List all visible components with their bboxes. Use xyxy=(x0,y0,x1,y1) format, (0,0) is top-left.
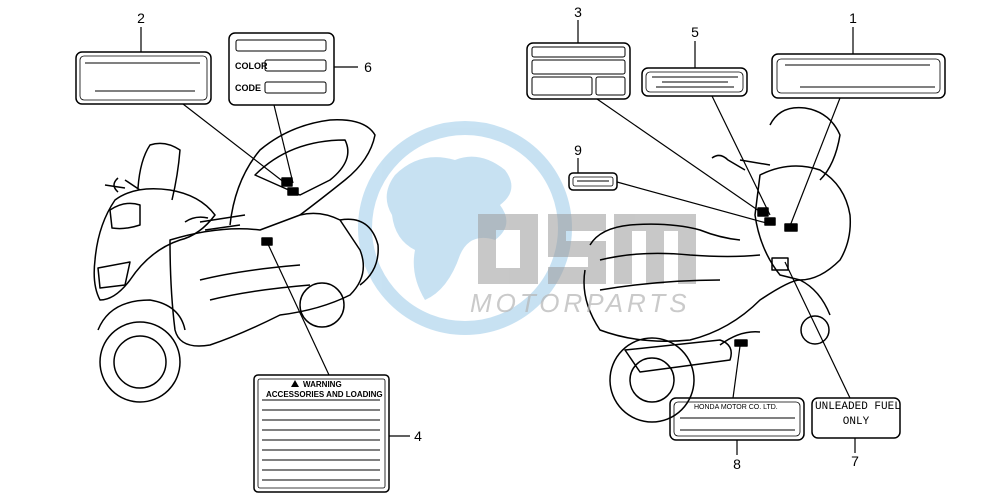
label-4-plate xyxy=(253,374,390,493)
leader-lines xyxy=(140,20,856,455)
label-7-line2: ONLY xyxy=(842,416,870,428)
watermark-osm-letters xyxy=(478,214,696,284)
label-6-plate xyxy=(228,32,335,106)
callout-number-2: 2 xyxy=(137,10,145,26)
label-7-plate xyxy=(811,397,901,439)
callout-number-6: 6 xyxy=(364,59,372,75)
label-3-plate xyxy=(526,42,631,100)
label-7-line1: UNLEADED FUEL xyxy=(815,401,901,413)
callout-number-7: 7 xyxy=(851,453,859,469)
label-1-plate xyxy=(771,53,946,99)
label-8-text: HONDA MOTOR CO. LTD. xyxy=(694,404,778,411)
callout-number-9: 9 xyxy=(574,142,582,158)
callout-number-5: 5 xyxy=(691,24,699,40)
label-6-code-text: CODE xyxy=(235,83,262,93)
label-4-warning-title: WARNING xyxy=(303,380,342,389)
callout-number-3: 3 xyxy=(574,4,582,20)
label-6-color-text: COLOR xyxy=(235,61,268,71)
callout-number-8: 8 xyxy=(733,456,741,472)
label-9-plate xyxy=(568,172,618,191)
callout-number-4: 4 xyxy=(414,428,422,444)
label-5-plate xyxy=(641,67,748,97)
scooter-left xyxy=(93,119,379,403)
callout-number-1: 1 xyxy=(849,10,857,26)
watermark-subtitle: MOTORPARTS xyxy=(470,288,691,318)
scooter-right xyxy=(583,106,852,423)
label-4-warning-subtitle: ACCESSORIES AND LOADING xyxy=(266,390,383,399)
label-2-plate xyxy=(75,51,212,105)
